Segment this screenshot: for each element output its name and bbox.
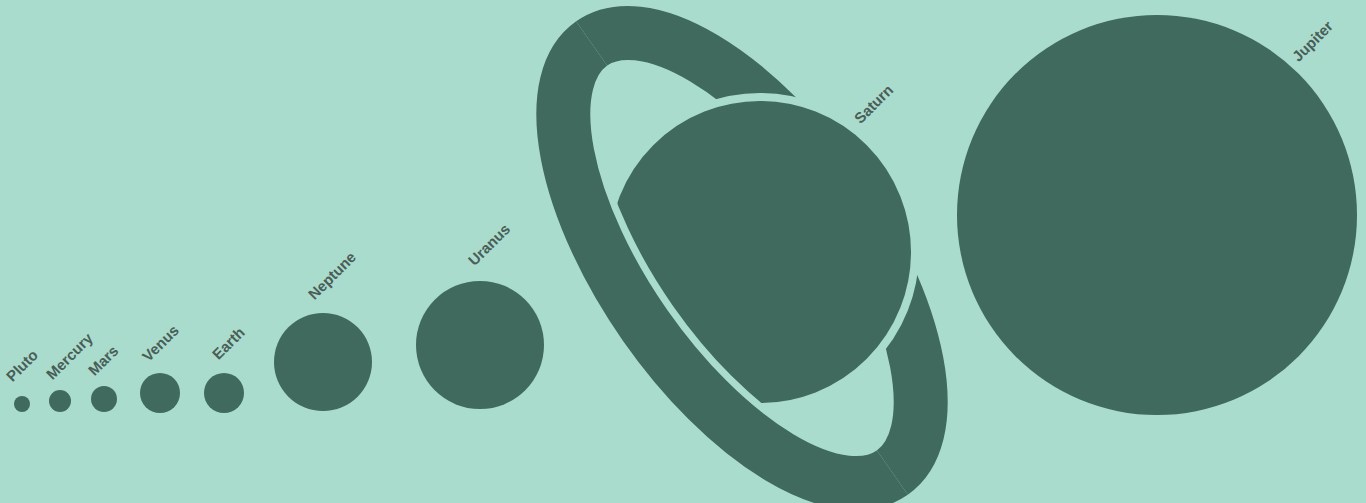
planet-name: Pluto	[3, 347, 40, 384]
mars-disc	[91, 386, 117, 412]
jupiter-disc	[957, 15, 1357, 415]
planet-name: Saturn	[851, 82, 895, 126]
neptune-disc	[274, 313, 372, 411]
uranus-disc	[416, 281, 544, 409]
planet-name: Uranus	[465, 221, 512, 268]
venus-disc	[140, 373, 180, 413]
pluto-disc	[14, 396, 30, 412]
planet-name: Mars	[85, 343, 120, 378]
earth-disc	[204, 373, 244, 413]
planet-name: Mercury	[43, 330, 95, 382]
saturn-figure	[495, 0, 989, 503]
planet-name: Venus	[139, 322, 181, 364]
planet-name: Jupiter	[1289, 18, 1335, 64]
planet-name: Earth	[209, 324, 247, 362]
planet-name: Neptune	[305, 249, 358, 302]
mercury-disc	[49, 390, 71, 412]
